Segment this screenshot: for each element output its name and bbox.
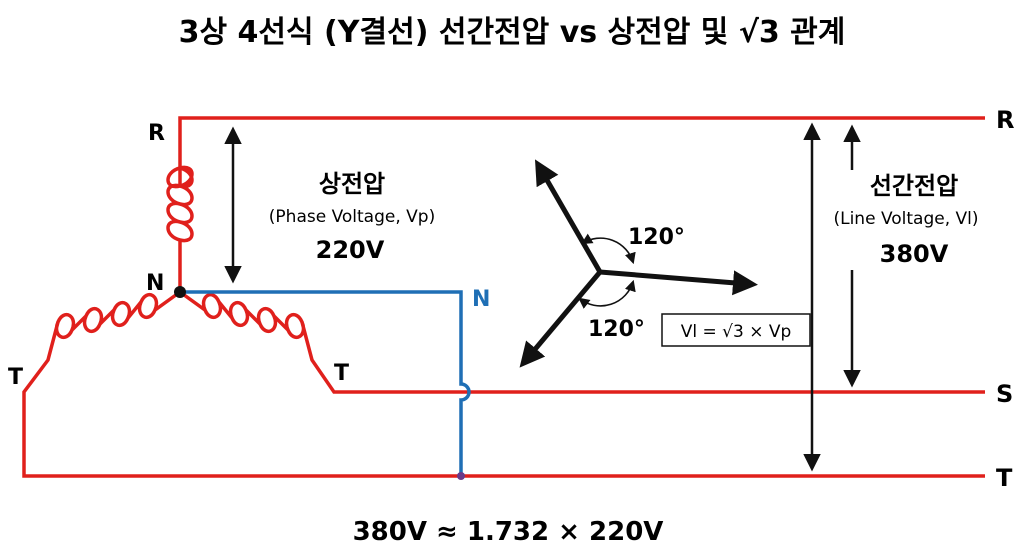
phase-voltage-value: 220V [316, 236, 385, 264]
terminal-r-left: R [148, 121, 165, 146]
phase-wires [22, 116, 985, 478]
phasor-right [599, 269, 758, 296]
wire-r [178, 116, 985, 186]
coil-t-left [22, 290, 985, 478]
formula-box [661, 313, 811, 347]
phasor-angle-arcs [578, 233, 636, 309]
phasor-down-left [519, 270, 602, 368]
bottom-equation: 380V ≈ 1.732 × 220V [353, 517, 664, 547]
phasor-angle-top: 120° [628, 225, 685, 250]
coil-t-mid [178, 290, 985, 394]
line-voltage-label: 선간전압 [870, 172, 958, 200]
neutral-junction [457, 472, 465, 480]
terminal-r-right: R [996, 106, 1014, 134]
phasor-up-left [535, 159, 603, 274]
terminal-t-left: T [8, 365, 23, 390]
coil-r [166, 165, 194, 292]
page-title: 3상 4선식 (Y결선) 선간전압 vs 상전압 및 √3 관계 [179, 15, 846, 50]
line-voltage-value: 380V [880, 240, 949, 268]
phase-voltage-label: 상전압 [319, 170, 385, 198]
phasor-angle-bottom: 120° [588, 317, 645, 342]
terminal-t-mid: T [334, 361, 349, 386]
terminal-t-right: T [996, 464, 1013, 492]
terminal-s-right: S [996, 380, 1013, 408]
neutral-node [174, 286, 186, 298]
terminal-n-wire: N [472, 287, 490, 312]
formula-text: Vl = √3 × Vp [681, 322, 792, 342]
line-voltage-sub: (Line Voltage, Vl) [833, 209, 978, 229]
neutral-wire [180, 290, 471, 476]
phase-voltage-sub: (Phase Voltage, Vp) [269, 207, 435, 227]
terminal-n-center: N [146, 271, 164, 296]
